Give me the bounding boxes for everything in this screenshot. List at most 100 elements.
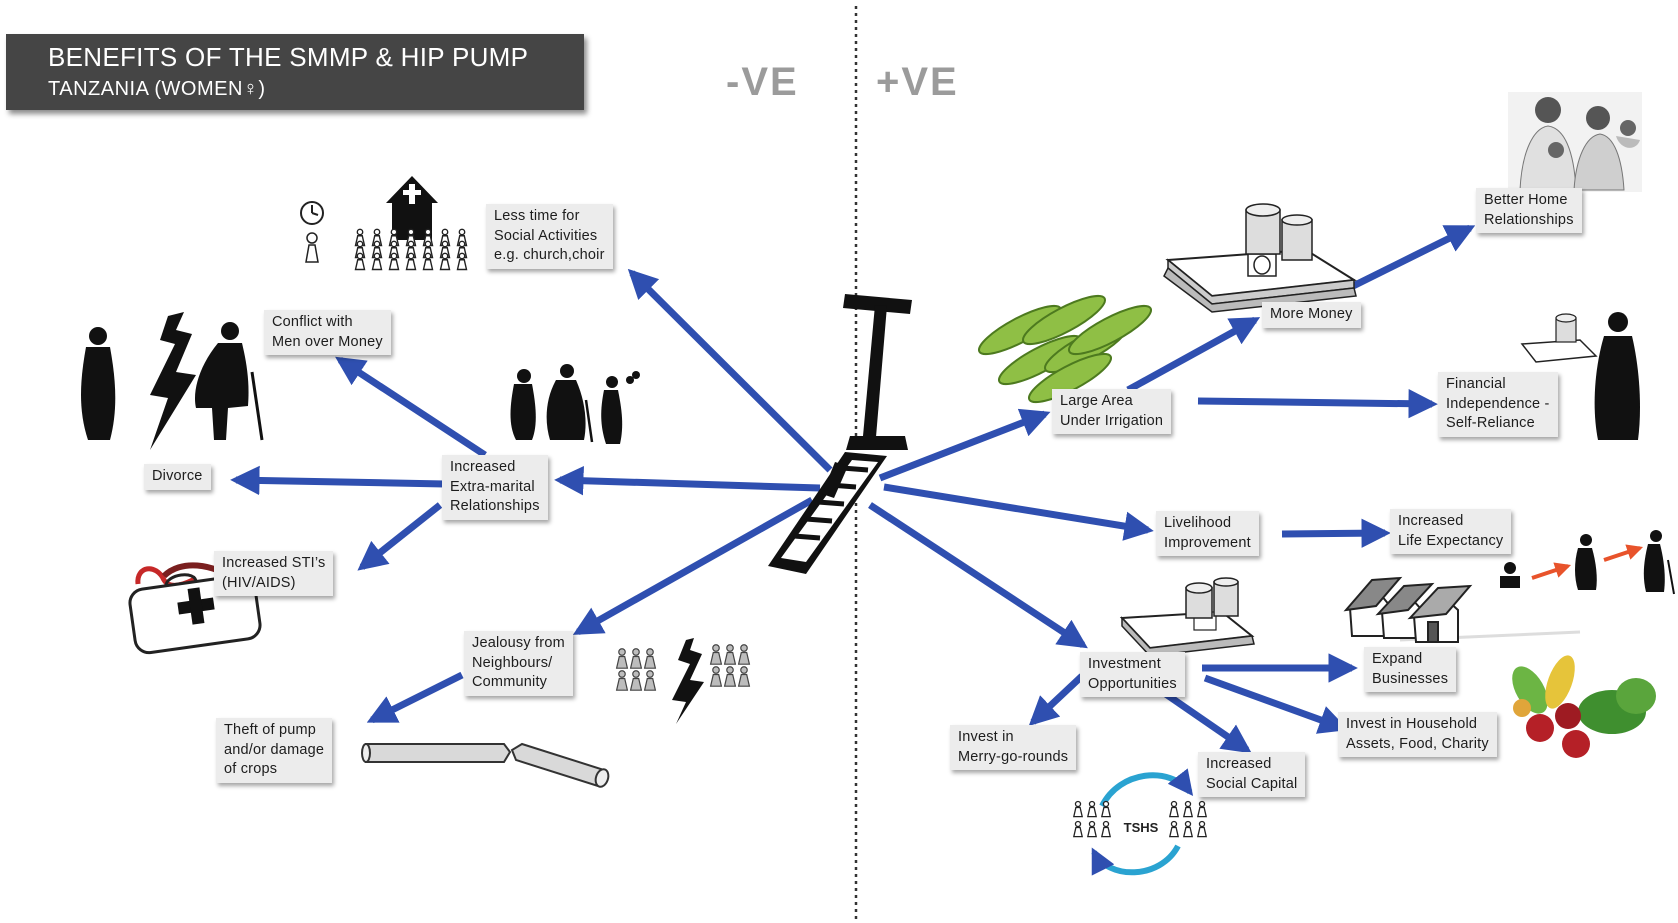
node-social-capital: Increased Social Capital xyxy=(1198,752,1306,797)
women-group-icon-tshs-left xyxy=(1072,800,1112,838)
person-figure-icon xyxy=(1088,820,1096,828)
person-figure-icon xyxy=(643,677,657,691)
person-figure-icon xyxy=(737,673,751,687)
person-figure-icon xyxy=(629,677,643,691)
person-figure-icon xyxy=(737,651,751,665)
arrow-to-divorce xyxy=(230,465,446,496)
arrow-to-livelihood xyxy=(883,483,1154,541)
tshs-label: TSHS xyxy=(1124,820,1159,835)
maize-cob-icon xyxy=(1027,352,1113,404)
person-figure-icon xyxy=(629,655,643,669)
person-figure-icon xyxy=(709,673,723,687)
arrow-to-extramarital xyxy=(554,466,821,496)
node-better-home: Better Home Relationships xyxy=(1476,188,1582,233)
person-figure-icon xyxy=(1198,820,1206,828)
person-figure-icon xyxy=(632,670,640,678)
family-photo-icon xyxy=(1508,92,1642,192)
person-figure-icon xyxy=(646,670,654,678)
person-figure-icon xyxy=(709,651,723,665)
person-figure-icon xyxy=(643,655,657,669)
person-figure-icon xyxy=(373,252,381,260)
vegetables-icon xyxy=(1512,655,1656,758)
page-subtitle: TANZANIA (WOMEN♀) xyxy=(48,78,266,100)
person-figure-icon xyxy=(422,259,434,271)
women-group-icon-tshs-right xyxy=(1168,800,1208,838)
positive-side-label: +VE xyxy=(876,60,959,104)
person-figure-icon xyxy=(424,252,432,260)
houses-icon xyxy=(1343,576,1581,643)
person-figure-icon xyxy=(1086,806,1098,818)
money-stack-icon-small xyxy=(1520,313,1598,363)
person-figure-icon xyxy=(712,644,720,652)
person-figure-icon xyxy=(356,240,364,248)
arrow-to-better-home xyxy=(1333,224,1476,299)
person-figure-icon xyxy=(458,252,466,260)
person-figure-icon xyxy=(373,228,381,236)
person-figure-icon xyxy=(371,259,383,271)
person-figure-icon xyxy=(1100,806,1112,818)
node-less-time-social: Less time for Social Activities e.g. chu… xyxy=(486,204,613,269)
person-figure-icon xyxy=(723,673,737,687)
couple-conflict-icon xyxy=(81,312,264,450)
person-figure-icon xyxy=(1196,826,1208,838)
arrow-to-investment xyxy=(868,502,1088,649)
arrow-to-conflict xyxy=(335,356,487,458)
node-more-money: More Money xyxy=(1262,302,1361,328)
person-figure-icon xyxy=(390,228,398,236)
person-figure-icon xyxy=(1196,806,1208,818)
person-figure-icon xyxy=(1088,800,1096,808)
person-figure-icon xyxy=(1182,826,1194,838)
person-figure-icon xyxy=(1072,806,1084,818)
arrow-to-household xyxy=(1203,674,1349,734)
person-figure-icon xyxy=(1198,800,1206,808)
node-jealousy: Jealousy from Neighbours/ Community xyxy=(464,631,573,696)
person-figure-icon xyxy=(407,240,415,248)
arrow-to-sti xyxy=(357,502,443,571)
person-figure-icon xyxy=(407,228,415,236)
person-figure-icon xyxy=(1168,806,1180,818)
women-group-icon xyxy=(354,228,468,271)
person-figure-icon xyxy=(1102,800,1110,808)
aging-people-icon xyxy=(1500,530,1675,595)
person-figure-icon xyxy=(441,240,449,248)
broken-pipe-icon xyxy=(361,742,610,788)
node-extra-marital: Increased Extra-marital Relationships xyxy=(442,455,548,520)
arrow-to-merry-go-rounds xyxy=(1028,673,1085,727)
person-figure-icon xyxy=(646,648,654,656)
person-figure-icon xyxy=(373,240,381,248)
cycle-arrows-icon xyxy=(1091,768,1194,876)
arrow-to-theft xyxy=(366,671,464,724)
jealousy-bolt xyxy=(672,638,704,724)
person-figure-icon xyxy=(1182,806,1194,818)
person-figure-icon xyxy=(615,655,629,669)
clock-icon xyxy=(300,201,324,263)
person-figure-icon xyxy=(618,670,626,678)
person-figure-icon xyxy=(726,644,734,652)
money-stack-icon-investment xyxy=(1119,577,1255,657)
money-stack-icon xyxy=(1163,203,1357,313)
title-box: BENEFITS OF THE SMMP & HIP PUMP TANZANIA… xyxy=(6,34,584,110)
arrows xyxy=(230,224,1476,754)
person-figure-icon xyxy=(441,228,449,236)
person-figure-icon xyxy=(632,648,640,656)
person-figure-icon xyxy=(1102,820,1110,828)
person-figure-icon xyxy=(424,228,432,236)
church-icon xyxy=(386,176,438,240)
node-investment: Investment Opportunities xyxy=(1080,652,1185,697)
person-figure-icon xyxy=(618,648,626,656)
person-figure-icon xyxy=(712,666,720,674)
node-divorce: Divorce xyxy=(144,464,211,490)
arrow-to-social-capital xyxy=(1155,685,1252,754)
person-figure-icon xyxy=(723,651,737,665)
person-figure-icon xyxy=(356,228,364,236)
node-increased-sti: Increased STI’s (HIV/AIDS) xyxy=(214,551,334,596)
person-figure-icon xyxy=(439,259,451,271)
person-figure-icon xyxy=(390,252,398,260)
arrow-to-social xyxy=(627,268,833,473)
arrow-to-large-area xyxy=(878,408,1051,482)
maize-cob-icon xyxy=(1067,304,1153,356)
arrow-to-more-money xyxy=(1126,316,1261,394)
node-life-expectancy: Increased Life Expectancy xyxy=(1390,509,1512,554)
person-figure-icon xyxy=(354,259,366,271)
